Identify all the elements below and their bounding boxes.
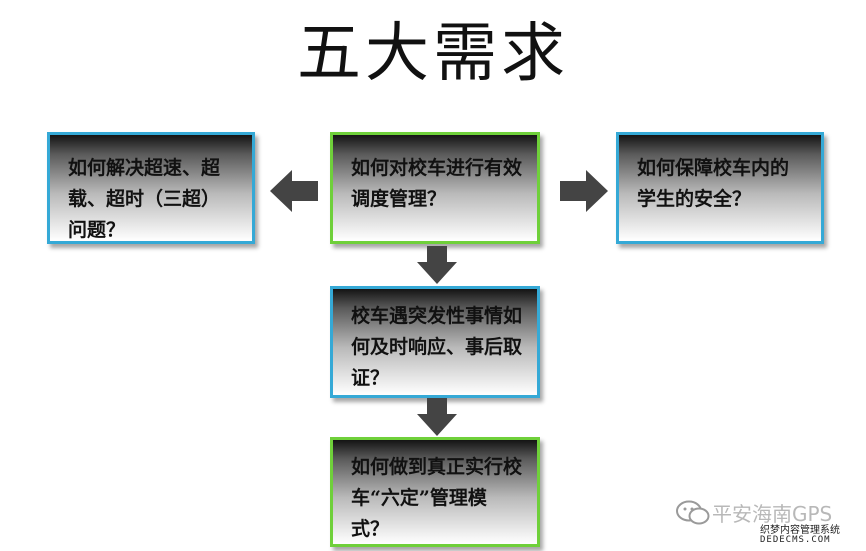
down-arrow-icon: [417, 398, 457, 436]
right-box: 如何保障校车内的学生的安全？: [616, 132, 824, 244]
watermark-sub: 织梦内容管理系统: [760, 525, 840, 536]
watermark-url: DEDECMS.COM: [760, 535, 831, 545]
middle-box: 校车遇突发性事情如何及时响应、事后取证？: [330, 286, 540, 398]
center-top-box-text: 如何对校车进行有效调度管理？: [351, 157, 523, 210]
watermark-brand: 平安海南GPS: [712, 502, 833, 526]
down-arrow-icon: [417, 246, 457, 284]
bottom-box-text: 如何做到真正实行校车“六定”管理模式？: [351, 456, 523, 540]
right-box-text: 如何保障校车内的学生的安全？: [637, 157, 790, 210]
left-arrow-icon: [270, 170, 318, 212]
left-box-text: 如何解决超速、超载、超时（三超）问题？: [68, 157, 221, 241]
right-arrow-icon: [560, 170, 608, 212]
wechat-icon: [676, 500, 710, 525]
diagram-title: 五大需求: [297, 17, 569, 91]
bottom-box: 如何做到真正实行校车“六定”管理模式？: [330, 437, 540, 547]
center-top-box: 如何对校车进行有效调度管理？: [330, 132, 540, 244]
left-box: 如何解决超速、超载、超时（三超）问题？: [47, 132, 255, 244]
middle-box-text: 校车遇突发性事情如何及时响应、事后取证？: [351, 305, 523, 389]
